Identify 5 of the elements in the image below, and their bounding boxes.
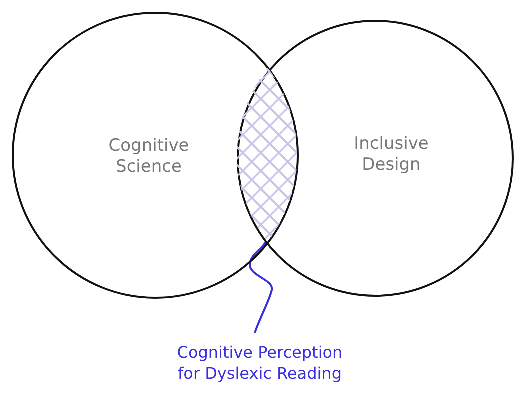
leader-line (249, 241, 273, 334)
callout-label: Cognitive Perception for Dyslexic Reading (176, 343, 344, 385)
circle-label: Cognitive Science (108, 136, 190, 178)
hatched-overlap-region (237, 68, 298, 242)
circle-label: Inclusive Design (353, 134, 430, 176)
